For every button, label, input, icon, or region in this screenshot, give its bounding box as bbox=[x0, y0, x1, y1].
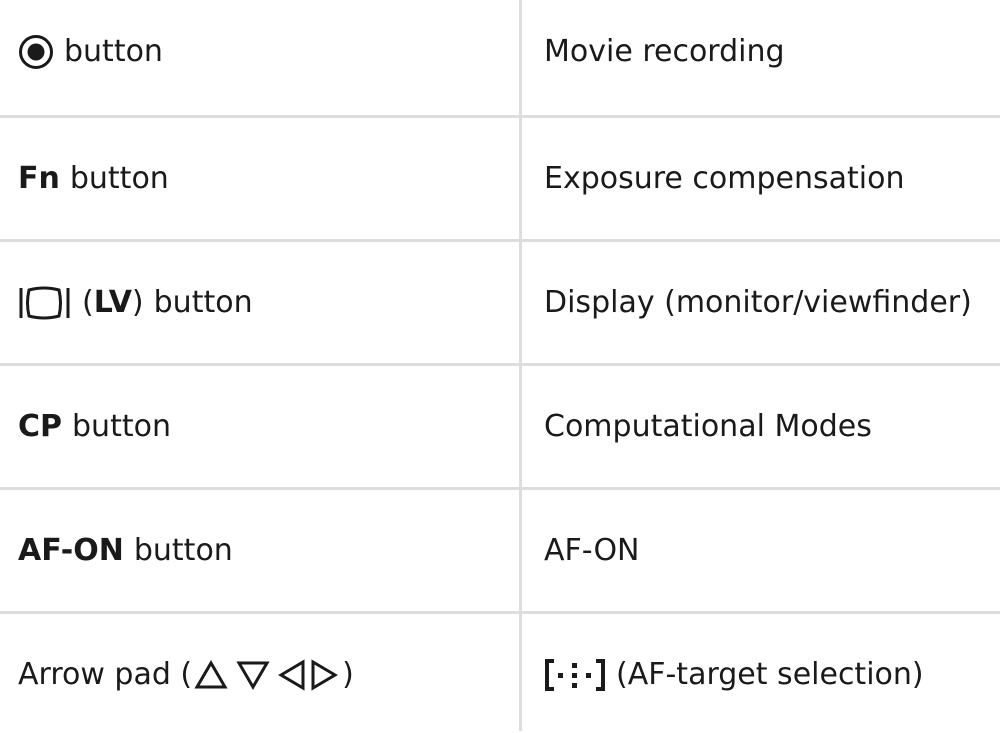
arrow-left-icon bbox=[278, 658, 306, 691]
function-label: (AF-target selection) bbox=[616, 656, 924, 692]
column-divider bbox=[519, 0, 522, 731]
function-cell: (AF-target selection) bbox=[544, 616, 994, 733]
table-row: Fn button Exposure compensation bbox=[0, 118, 1000, 240]
button-suffix: button bbox=[133, 533, 233, 568]
button-name: LV bbox=[93, 285, 132, 320]
function-label: Exposure compensation bbox=[544, 161, 905, 196]
button-suffix: button bbox=[72, 409, 171, 444]
lv-display-icon bbox=[18, 286, 72, 320]
button-name: CP bbox=[18, 409, 63, 444]
button-suffix: ) bbox=[342, 656, 354, 692]
button-cell: AF-ON button bbox=[18, 490, 513, 612]
button-suffix: button bbox=[153, 285, 253, 320]
arrow-down-icon bbox=[236, 660, 270, 690]
table-row: button Movie recording bbox=[0, 0, 1000, 122]
table-row: CP button Computational Modes bbox=[0, 366, 1000, 488]
table-row: ( LV ) button Display (monitor/viewfinde… bbox=[0, 242, 1000, 364]
button-suffix: button bbox=[69, 161, 169, 196]
arrow-right-icon bbox=[310, 658, 339, 691]
button-cell: Arrow pad ( ) bbox=[18, 616, 513, 733]
button-cell: button bbox=[18, 0, 513, 113]
af-target-icon bbox=[544, 658, 606, 692]
table-row: AF-ON button AF-ON bbox=[0, 490, 1000, 612]
table-row: Arrow pad ( ) bbox=[0, 614, 1000, 731]
function-label: Display (monitor/viewfinder) bbox=[544, 285, 972, 320]
button-name: AF-ON bbox=[18, 533, 124, 568]
row-divider bbox=[0, 363, 1000, 366]
arrow-up-icon bbox=[194, 659, 228, 690]
function-cell: Computational Modes bbox=[544, 366, 994, 488]
function-cell: Display (monitor/viewfinder) bbox=[544, 242, 994, 364]
movie-record-icon bbox=[18, 34, 54, 70]
function-cell: Movie recording bbox=[544, 0, 994, 113]
function-label: Movie recording bbox=[544, 34, 785, 69]
function-label: AF-ON bbox=[544, 533, 640, 568]
row-divider bbox=[0, 487, 1000, 490]
button-cell: CP button bbox=[18, 366, 513, 488]
button-suffix: button bbox=[64, 34, 163, 69]
row-divider bbox=[0, 115, 1000, 118]
paren-close: ) bbox=[131, 285, 144, 320]
button-cell: ( LV ) button bbox=[18, 242, 513, 364]
paren-open: ( bbox=[82, 285, 94, 320]
function-cell: Exposure compensation bbox=[544, 118, 994, 240]
row-divider bbox=[0, 239, 1000, 242]
button-cell: Fn button bbox=[18, 118, 513, 240]
function-cell: AF-ON bbox=[544, 490, 994, 612]
function-label: Computational Modes bbox=[544, 409, 872, 444]
button-name: Fn bbox=[18, 161, 60, 196]
row-divider bbox=[0, 611, 1000, 614]
button-prefix: Arrow pad ( bbox=[18, 656, 193, 692]
